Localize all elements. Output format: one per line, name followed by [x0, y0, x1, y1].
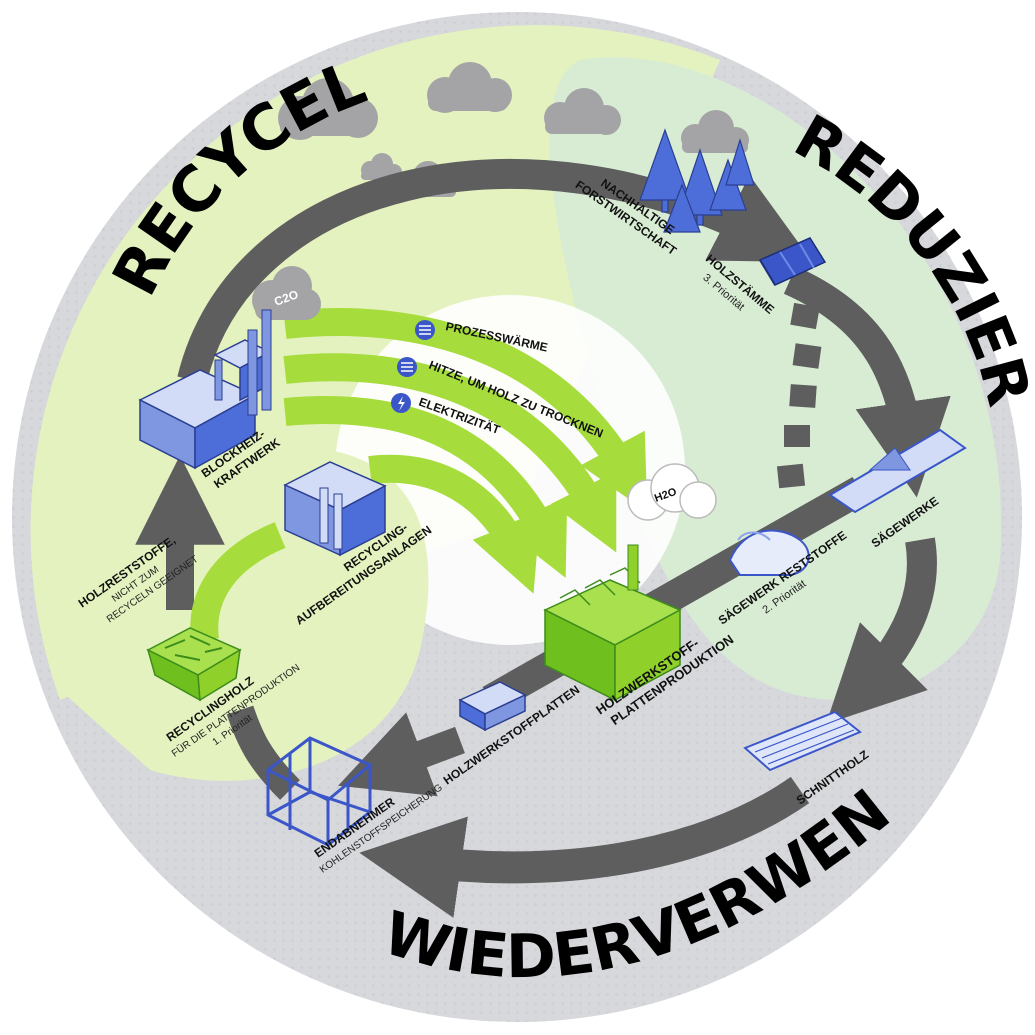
- arrow-reduce-down: [783, 266, 951, 498]
- dashed-arrow: [776, 302, 822, 489]
- forest-icon: [639, 128, 755, 233]
- lumber-icon: [743, 710, 862, 772]
- arrow-prozesswaerme: [283, 308, 648, 513]
- cloud-icon: [681, 110, 749, 153]
- arrow-hitze: [283, 353, 617, 553]
- arrow-reduce-lower: [826, 537, 937, 724]
- panel-factory-icon: [543, 544, 682, 702]
- power-plant-icon: [138, 309, 272, 470]
- energy-arrows: [190, 308, 648, 642]
- energy-symbols: [391, 320, 435, 413]
- arrow-reuse-bottom: [359, 776, 810, 918]
- cloud-icon: [427, 62, 512, 113]
- cloud-icon: [544, 88, 621, 135]
- panels-icon: [458, 681, 527, 732]
- arrow-recycling-left: [190, 522, 286, 642]
- arrow-recycling-lower: [368, 454, 541, 594]
- recycling-wood-icon: [146, 627, 242, 702]
- log-icon: [758, 237, 827, 286]
- recycling-plant-icon: [283, 461, 387, 557]
- arrow-platten-to-endab: [338, 712, 465, 797]
- arrow-elektrizitaet: [283, 395, 568, 578]
- sawdust-icon: [728, 529, 810, 576]
- steam-cloud-icon: [627, 463, 717, 521]
- arrow-endabnehmer-up: [226, 705, 300, 800]
- house-icon: [265, 736, 373, 848]
- cloud-icon: [278, 78, 378, 140]
- sawmill-icon: [828, 428, 967, 514]
